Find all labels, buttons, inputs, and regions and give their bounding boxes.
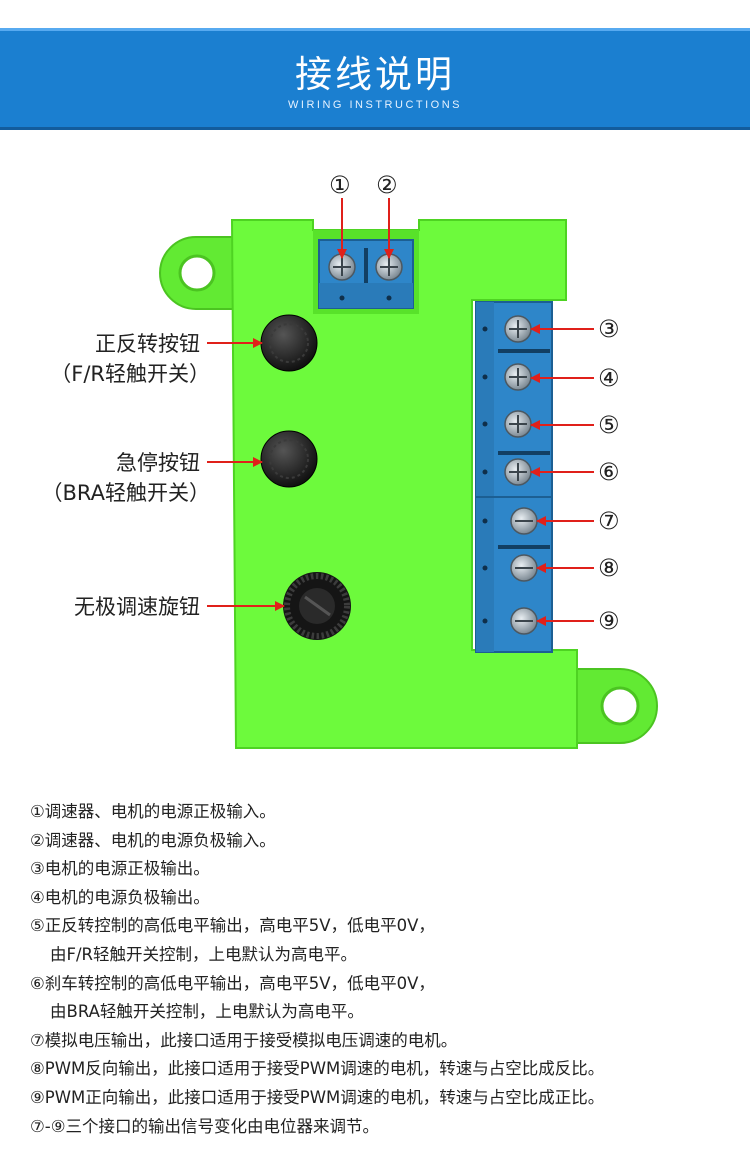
description-line: ⑦-⑨三个接口的输出信号变化由电位器来调节。 — [30, 1116, 380, 1136]
description-line: ⑤正反转控制的高低电平输出，高电平5V，低电平0V， — [30, 916, 435, 936]
description-line: ⑧PWM反向输出，此接口适用于接受PWM调速的电机，转速与占空比成反比。 — [30, 1059, 605, 1079]
terminal-label-4: ④ — [598, 364, 620, 392]
description-line: ①调速器、电机的电源正极输入。 — [30, 802, 276, 821]
page-subtitle: WIRING INSTRUCTIONS — [288, 99, 462, 111]
top-terminal-block — [318, 239, 414, 309]
description-line: ⑥刹车转控制的高低电平输出，高电平5V，低电平0V， — [30, 973, 435, 993]
fr-button-label: 正反转按钮 — [95, 332, 200, 356]
controller-board-illustration — [159, 198, 658, 749]
mounting-ear-left — [159, 236, 241, 310]
terminal-label-9: ⑨ — [598, 607, 620, 635]
brake-push-button — [260, 430, 318, 488]
fr-push-button — [260, 314, 318, 372]
description-line: ⑨PWM正向输出，此接口适用于接受PWM调速的电机，转速与占空比成正比。 — [30, 1087, 605, 1107]
description-line: ③电机的电源正极输出。 — [30, 859, 210, 879]
terminal-label-6: ⑥ — [598, 458, 620, 486]
speed-knob — [283, 572, 351, 640]
speed-knob-label: 无极调速旋钮 — [74, 595, 200, 619]
description-line: ②调速器、电机的电源负极输入。 — [30, 830, 276, 850]
brake-button-label: 急停按钮 — [116, 451, 200, 475]
fr-button-sublabel: （F/R轻触开关） — [50, 362, 210, 386]
right-terminal-block — [475, 301, 553, 653]
description-line: 由BRA轻触开关控制，上电默认为高电平。 — [50, 1002, 364, 1022]
terminal-label-3: ③ — [598, 315, 620, 343]
mounting-ear-right — [574, 668, 658, 744]
description-line: ⑦模拟电压输出，此接口适用于接受模拟电压调速的电机。 — [30, 1030, 458, 1050]
wiring-description-list: ①调速器、电机的电源正极输入。 ②调速器、电机的电源负极输入。 ③电机的电源正极… — [30, 798, 604, 1141]
terminal-label-8: ⑧ — [598, 554, 620, 582]
page-title: 接线说明 — [295, 53, 455, 96]
terminal-label-2: ② — [376, 171, 398, 199]
description-line: 由F/R轻触开关控制，上电默认为高电平。 — [50, 944, 358, 964]
header-banner: 接线说明 WIRING INSTRUCTIONS — [0, 28, 750, 130]
terminal-label-5: ⑤ — [598, 411, 620, 439]
terminal-label-1: ① — [329, 171, 351, 199]
terminal-label-7: ⑦ — [598, 507, 620, 535]
brake-button-sublabel: （BRA轻触开关） — [41, 481, 210, 505]
description-line: ④电机的电源负极输出。 — [30, 887, 210, 907]
